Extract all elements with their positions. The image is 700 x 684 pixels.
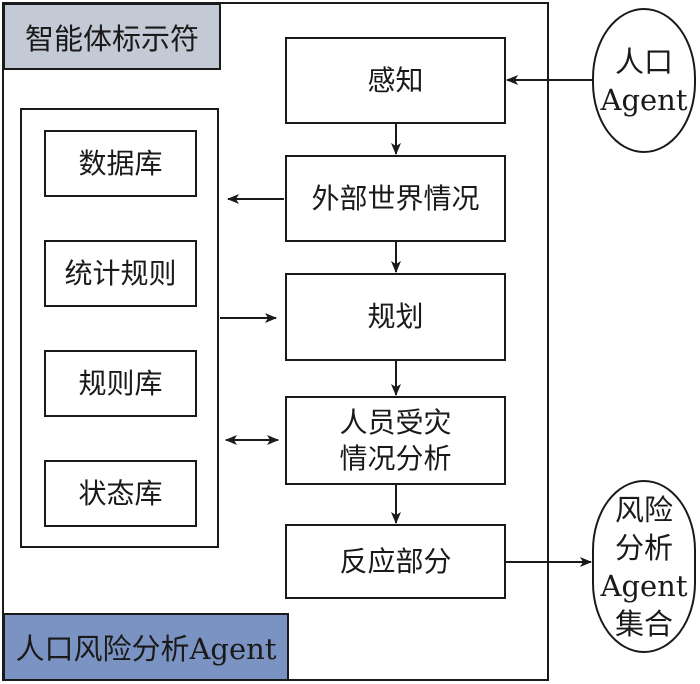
step-external-world-label: 外部世界情况 [311, 181, 480, 215]
kb-database: 数据库 [44, 130, 197, 197]
kb-state-base: 状态库 [44, 460, 197, 527]
step-casualty-analysis-line1: 人员受灾 [339, 405, 452, 439]
kb-rule-base: 规则库 [44, 350, 197, 417]
output-agent-line4: 集合 [614, 606, 673, 641]
step-casualty-analysis-line2: 情况分析 [339, 441, 452, 475]
knowledge-container [20, 108, 219, 548]
agent-name-label: 人口风险分析Agent [15, 632, 277, 666]
output-agent-node: 风险 分析 Agent 集合 [592, 480, 696, 653]
kb-statistical-rules: 统计规则 [44, 240, 197, 307]
kb-database-label: 数据库 [78, 146, 163, 180]
agent-identifier-label: 智能体标示符 [24, 21, 199, 56]
kb-statistical-rules-label: 统计规则 [64, 256, 177, 290]
step-response-label: 反应部分 [339, 544, 452, 578]
kb-rule-base-label: 规则库 [78, 366, 163, 400]
step-planning-label: 规划 [367, 300, 424, 333]
input-agent-line1: 人口 [614, 44, 673, 79]
step-perception: 感知 [285, 37, 506, 124]
input-agent-line2: Agent [600, 82, 688, 117]
agent-name-tag: 人口风险分析Agent [3, 613, 289, 681]
kb-state-base-label: 状态库 [78, 476, 163, 510]
input-agent-node: 人口 Agent [592, 8, 696, 153]
agent-identifier-tag: 智能体标示符 [3, 3, 221, 70]
step-perception-label: 感知 [367, 63, 424, 97]
output-agent-line1: 风险 [614, 492, 673, 527]
step-external-world: 外部世界情况 [285, 155, 506, 242]
output-agent-line3: Agent [600, 568, 688, 603]
output-agent-line2: 分析 [614, 530, 673, 565]
step-casualty-analysis: 人员受灾 情况分析 [285, 396, 506, 485]
step-response: 反应部分 [285, 524, 506, 599]
step-planning: 规划 [285, 273, 506, 361]
